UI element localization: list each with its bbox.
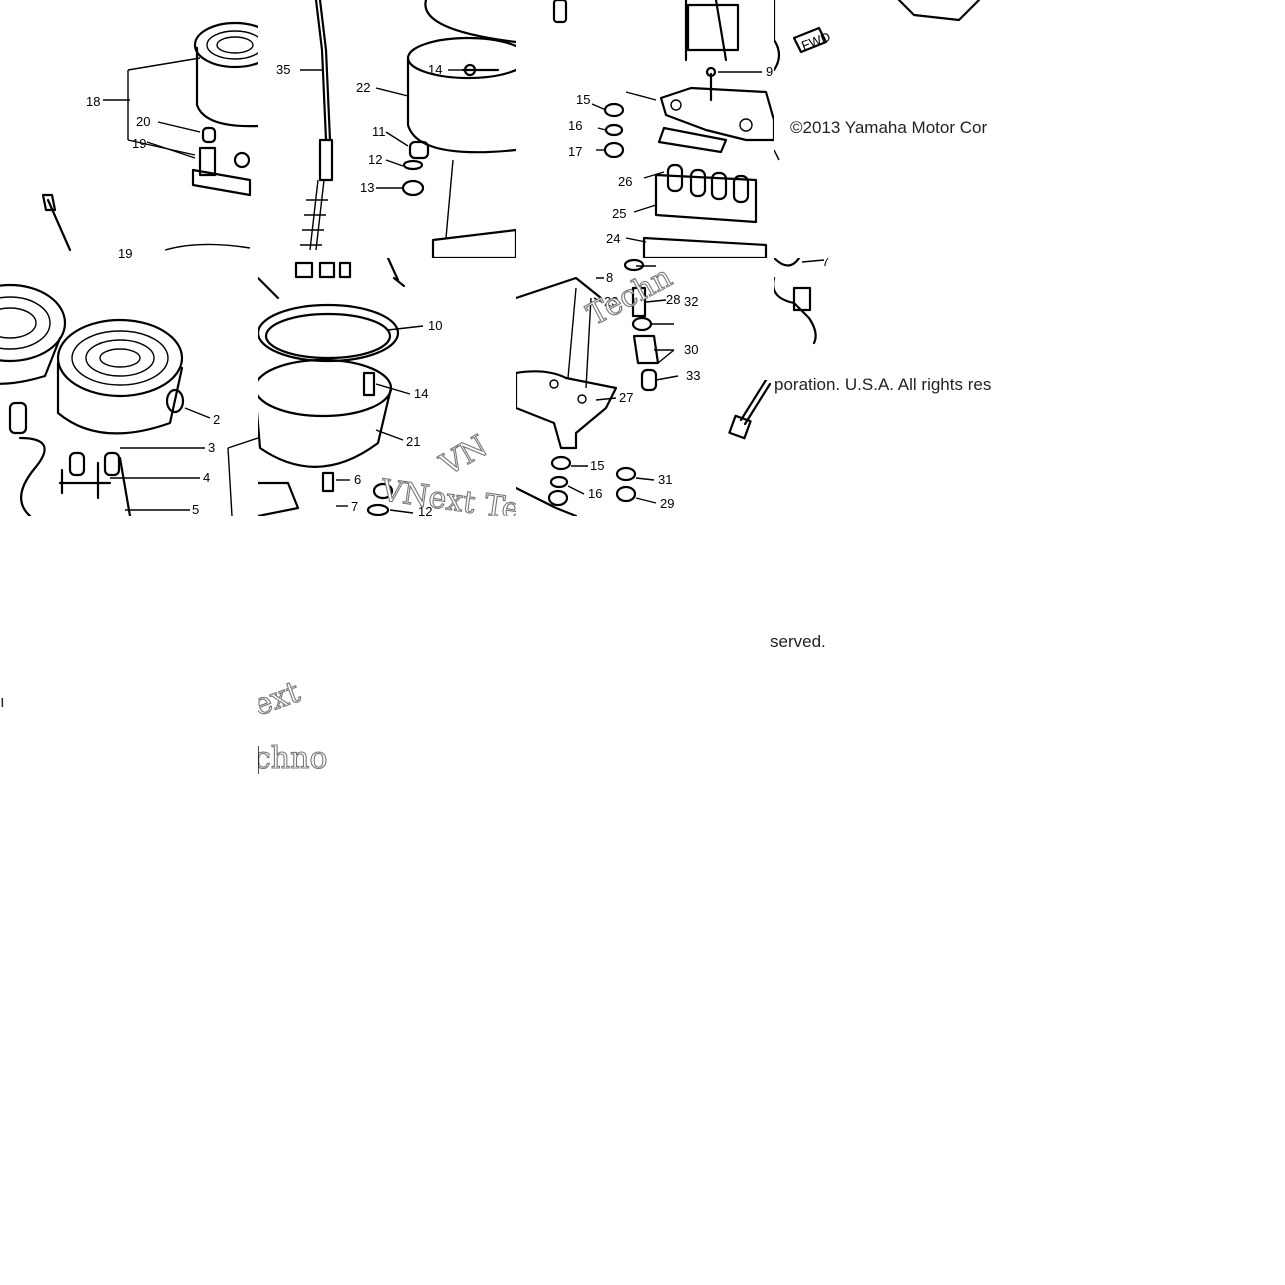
callout-16b: 16 <box>588 486 602 501</box>
callout-15: 15 <box>576 92 590 107</box>
callout-8: 8 <box>606 270 613 285</box>
tile-lower-fragment-art: ext chno <box>258 674 328 774</box>
tile-top-middle-art: 35 22 14 11 12 13 <box>276 0 516 258</box>
callout-7: 7 <box>351 499 358 514</box>
tile-top-right: 9 15 16 17 26 25 24 <box>516 0 774 258</box>
callout-9: 9 <box>766 64 773 79</box>
callout-3: 3 <box>208 440 215 455</box>
tile-middle-center: 10 14 21 6 7 12 VNext Te VN <box>258 258 516 516</box>
callout-35: 35 <box>276 62 290 77</box>
callout-29: 29 <box>660 496 674 511</box>
tile-middle-center-art: 10 14 21 6 7 12 VNext Te VN <box>258 258 516 516</box>
callout-21: 21 <box>406 434 420 449</box>
copyright-line-2: poration. U.S.A. All rights res <box>774 375 992 394</box>
callout-31: 31 <box>658 472 672 487</box>
callout-4: 4 <box>203 470 210 485</box>
callout-5: 5 <box>192 502 199 516</box>
callout-24: 24 <box>606 231 620 246</box>
callout-19b: 19 <box>118 246 132 258</box>
tile-top-left-art: 18 20 19 19 <box>41 21 258 258</box>
callout-16: 16 <box>568 118 582 133</box>
watermark-d: ext <box>258 675 305 724</box>
callout-22: 22 <box>356 80 370 95</box>
callout-14: 14 <box>428 62 442 77</box>
tile-middle-right: 8 23 28 32 30 33 27 15 16 31 29 Techn <box>516 258 774 516</box>
tile-cable-end-art <box>728 380 772 440</box>
callout-6: 6 <box>354 472 361 487</box>
callout-10: 10 <box>428 318 442 333</box>
copyright-line-3: served. <box>770 632 826 651</box>
fwd-label: FWD <box>799 29 832 53</box>
watermark-b: VNext Te <box>378 473 516 516</box>
tile-middle-far-right-art: 7 <box>774 258 829 345</box>
tile-top-far-right: FWD <box>774 0 1032 258</box>
tile-top-left: 18 20 19 19 <box>0 0 258 258</box>
copyright-line-1: ©2013 Yamaha Motor Cor <box>790 118 988 137</box>
tile-top-far-right-art: FWD <box>774 0 981 161</box>
stray-mark: ı <box>0 692 5 711</box>
callout-12b: 12 <box>418 504 432 516</box>
callout-18: 18 <box>86 94 100 109</box>
tile-top-right-art: 9 15 16 17 26 25 24 <box>552 0 774 258</box>
tile-middle-left-art: 2 3 4 5 <box>0 283 258 516</box>
callout-2: 2 <box>213 412 220 427</box>
tile-top-middle: 35 22 14 11 12 13 <box>258 0 516 258</box>
callout-15b: 15 <box>590 458 604 473</box>
callout-28: 28 <box>666 292 680 307</box>
callout-11: 11 <box>372 124 386 139</box>
tile-lower-fragment: ext chno <box>258 516 335 774</box>
callout-32: 32 <box>684 294 698 309</box>
tile-middle-far-right: 7 <box>774 258 834 438</box>
tile-cable-end <box>726 380 774 440</box>
callout-25: 25 <box>612 206 626 221</box>
callout-20: 20 <box>136 114 150 129</box>
watermark-e: chno <box>258 741 328 774</box>
callout-33: 33 <box>686 368 700 383</box>
callout-27: 27 <box>619 390 633 405</box>
callout-14b: 14 <box>414 386 428 401</box>
tile-middle-left: 2 3 4 5 <box>0 258 258 516</box>
tile-middle-right-art: 8 23 28 32 30 33 27 15 16 31 29 Techn <box>516 258 700 516</box>
callout-17: 17 <box>568 144 582 159</box>
callout-partial-7: 7 <box>822 258 829 269</box>
callout-26: 26 <box>618 174 632 189</box>
watermark-c: VN <box>434 429 494 484</box>
callout-19: 19 <box>132 136 146 151</box>
callout-23: 23 <box>604 294 618 309</box>
callout-13: 13 <box>360 180 374 195</box>
callout-30: 30 <box>684 342 698 357</box>
callout-12: 12 <box>368 152 382 167</box>
